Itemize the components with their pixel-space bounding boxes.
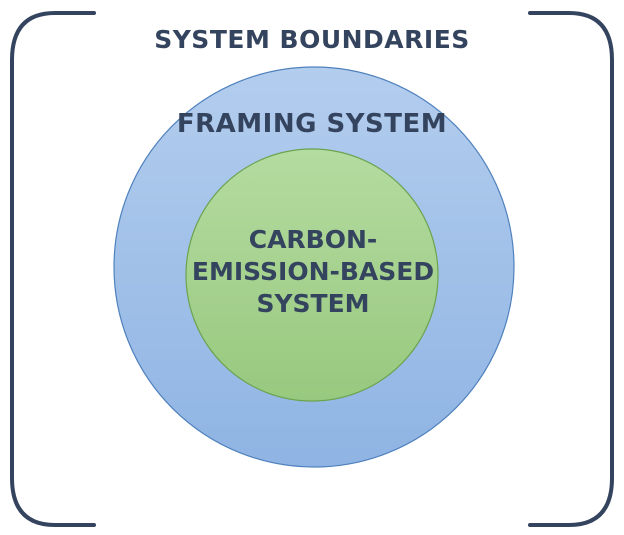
framing-system-label: FRAMING SYSTEM: [176, 109, 448, 139]
carbon-system-circle: [185, 148, 439, 402]
carbon-system-label-line-1: CARBON-: [248, 225, 378, 254]
carbon-system-label-line-3: SYSTEM: [256, 289, 370, 318]
left-bracket: [10, 11, 96, 527]
carbon-system-label: CARBON- EMISSION-BASED SYSTEM: [191, 224, 435, 320]
right-bracket: [528, 11, 614, 527]
carbon-system-label-line-2: EMISSION-BASED: [191, 257, 435, 286]
system-boundaries-label: SYSTEM BOUNDARIES: [154, 25, 470, 54]
